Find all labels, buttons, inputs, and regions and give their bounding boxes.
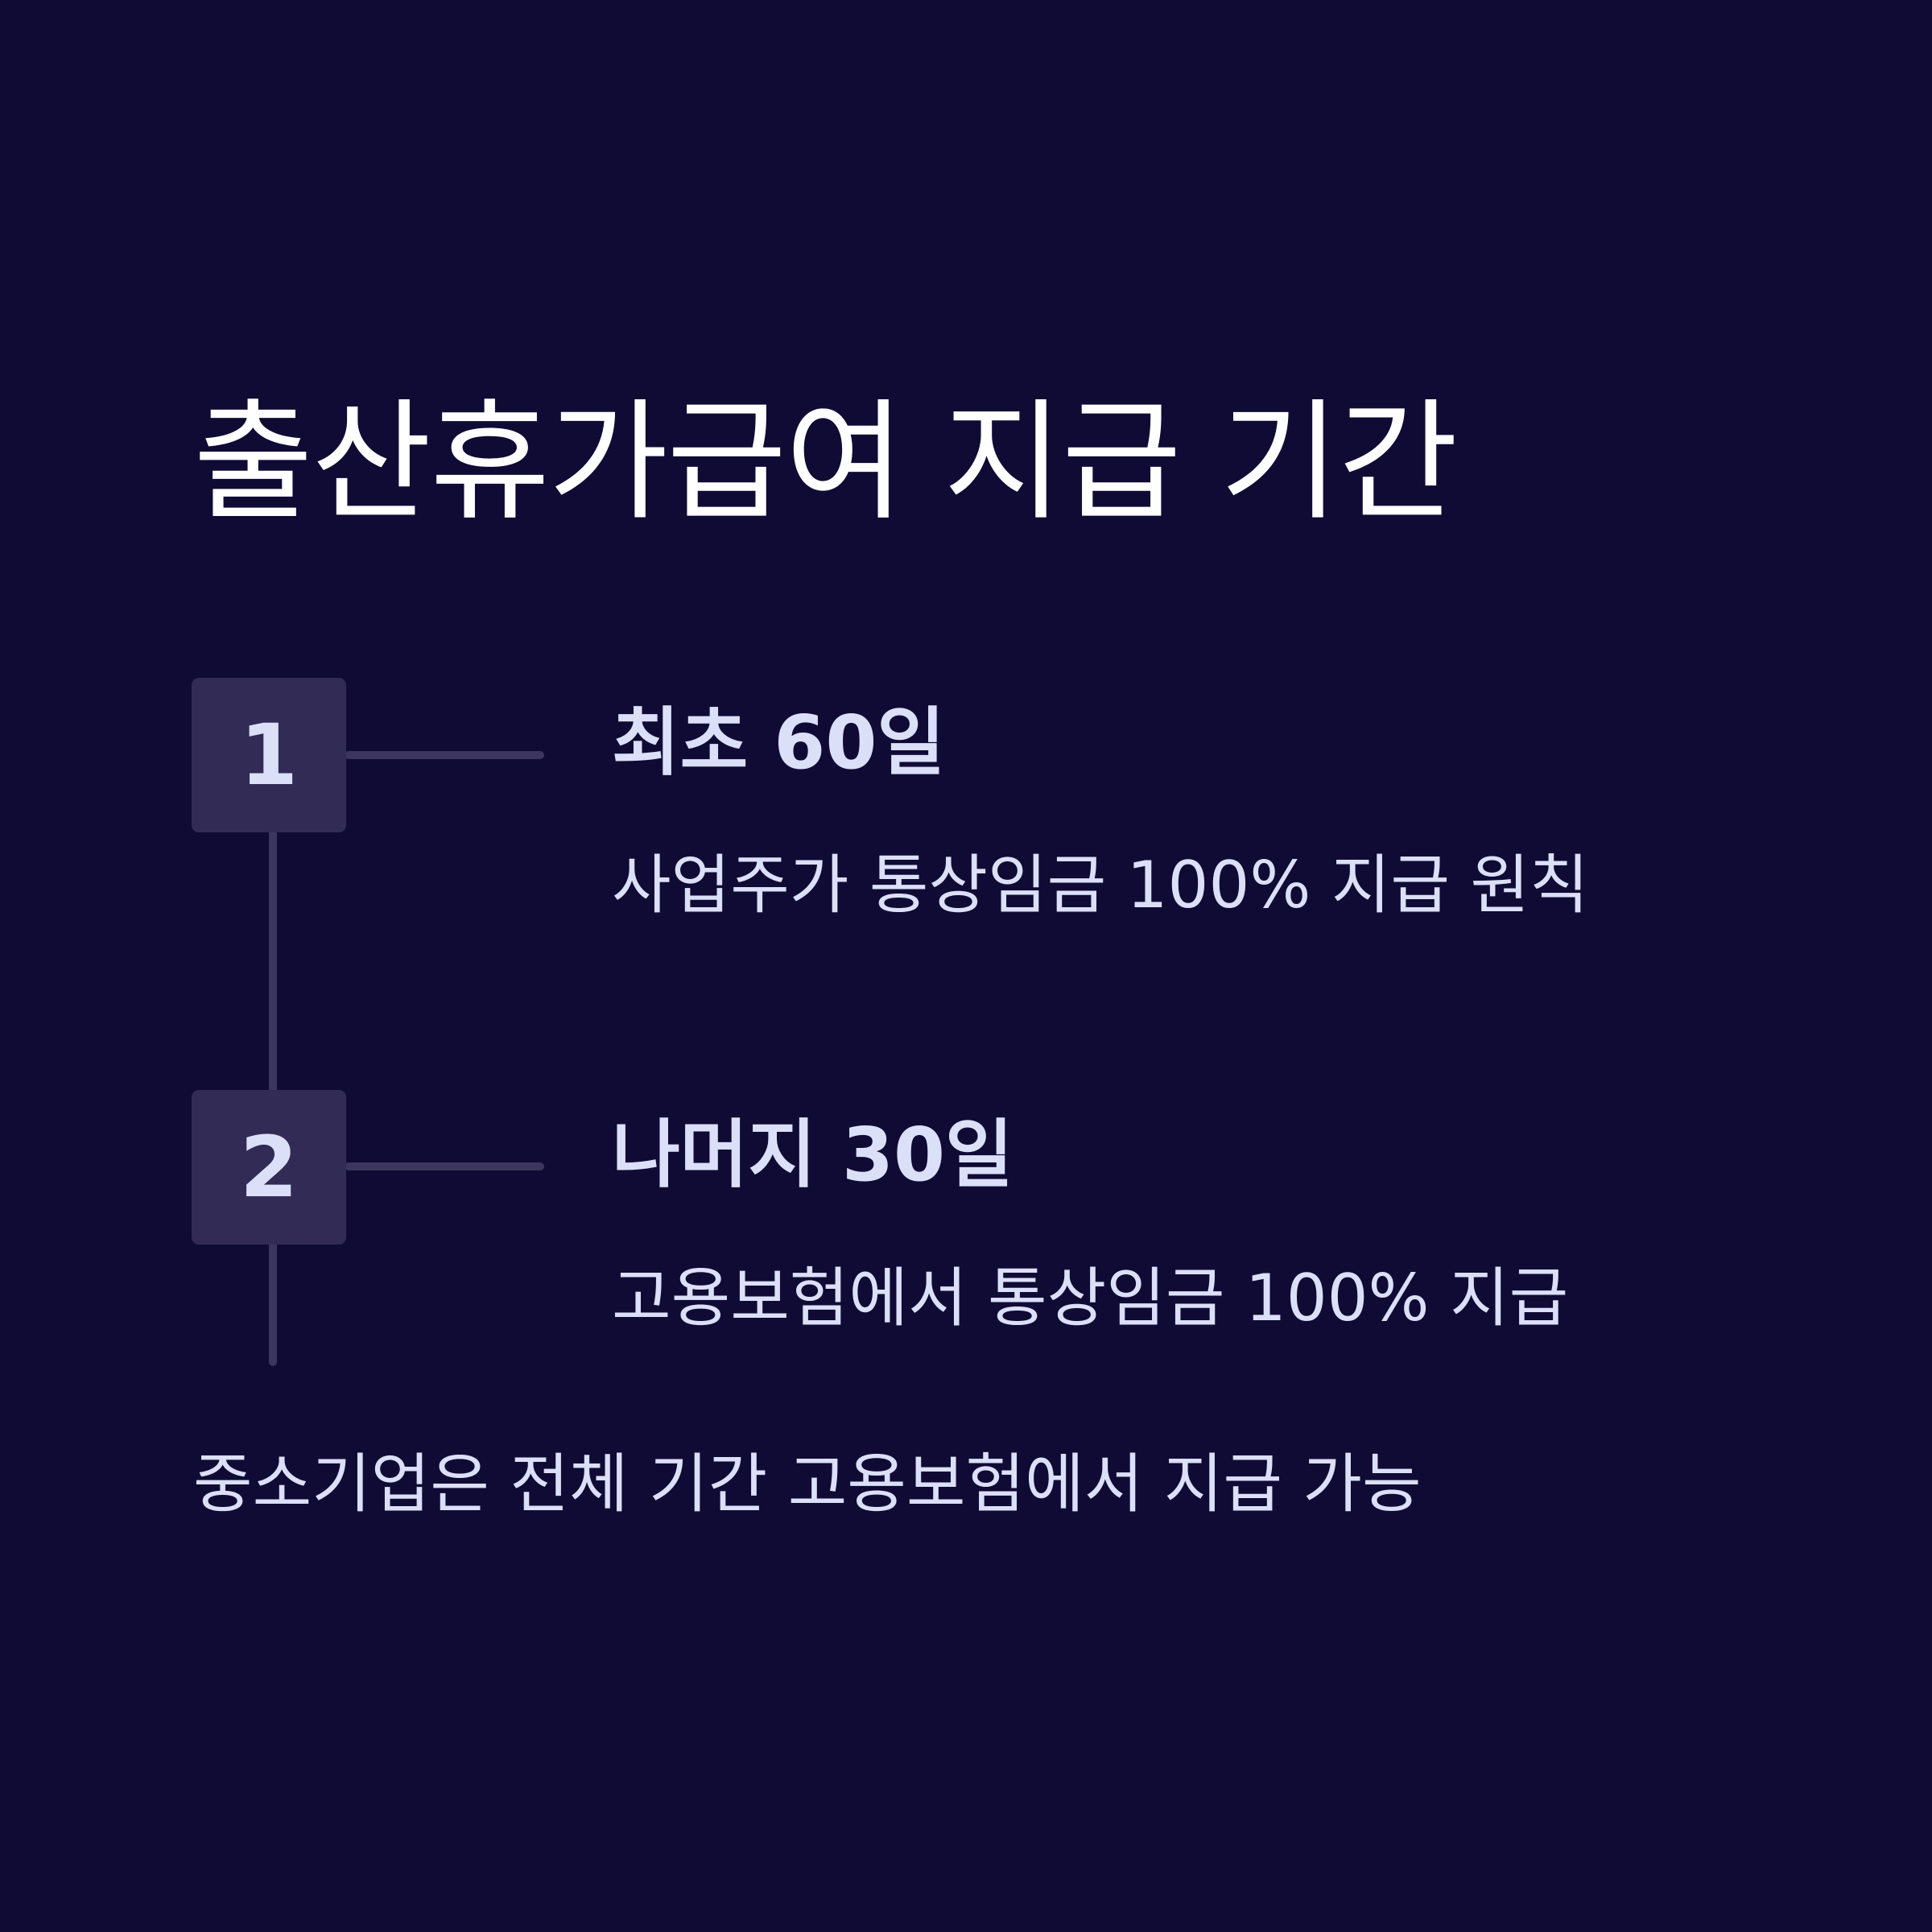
page-title: 출산휴가급여 지급 기간 bbox=[193, 387, 1458, 539]
step-2-title: 나머지 30일 bbox=[612, 1112, 1013, 1198]
step-2-connector bbox=[345, 1162, 544, 1170]
step-1-description: 사업주가 통상임금 100% 지급 원칙 bbox=[612, 848, 1589, 923]
step-2-number-badge: 2 bbox=[192, 1090, 346, 1245]
step-1-number-badge: 1 bbox=[192, 678, 346, 832]
timeline-connector-vertical-1 bbox=[269, 829, 277, 1095]
footnote: 중소기업은 전체 기간 고용보험에서 지급 가능 bbox=[193, 1447, 1422, 1521]
step-1-connector bbox=[345, 751, 544, 759]
timeline-connector-vertical-2 bbox=[269, 1240, 277, 1366]
step-1-title: 최초 60일 bbox=[612, 700, 945, 786]
step-2-description: 고용보험에서 통상임금 100% 지급 bbox=[612, 1261, 1569, 1335]
